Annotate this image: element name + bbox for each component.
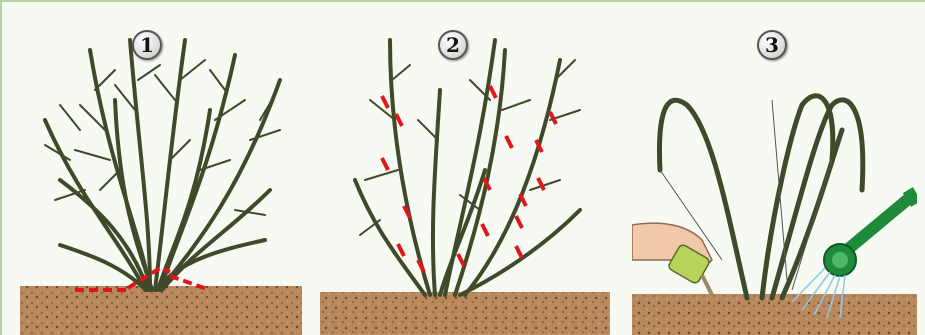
hand-with-bottle-icon xyxy=(632,223,712,295)
overgrown-shrub-illustration xyxy=(20,10,302,335)
soil xyxy=(320,292,610,335)
shrub-branches xyxy=(45,40,280,290)
panel-step-3: 3 xyxy=(632,10,917,335)
soil xyxy=(20,286,302,335)
soil xyxy=(632,294,917,335)
pruned-shrub-illustration xyxy=(320,10,610,335)
shrub-twigs xyxy=(45,60,280,215)
step-badge-3: 3 xyxy=(757,30,787,60)
step-badge-1: 1 xyxy=(132,30,162,60)
panel-step-2: 2 xyxy=(320,10,610,335)
panel-step-1: 1 xyxy=(20,10,302,335)
step-badge-2: 2 xyxy=(438,30,468,60)
watering-can-icon xyxy=(824,194,917,276)
